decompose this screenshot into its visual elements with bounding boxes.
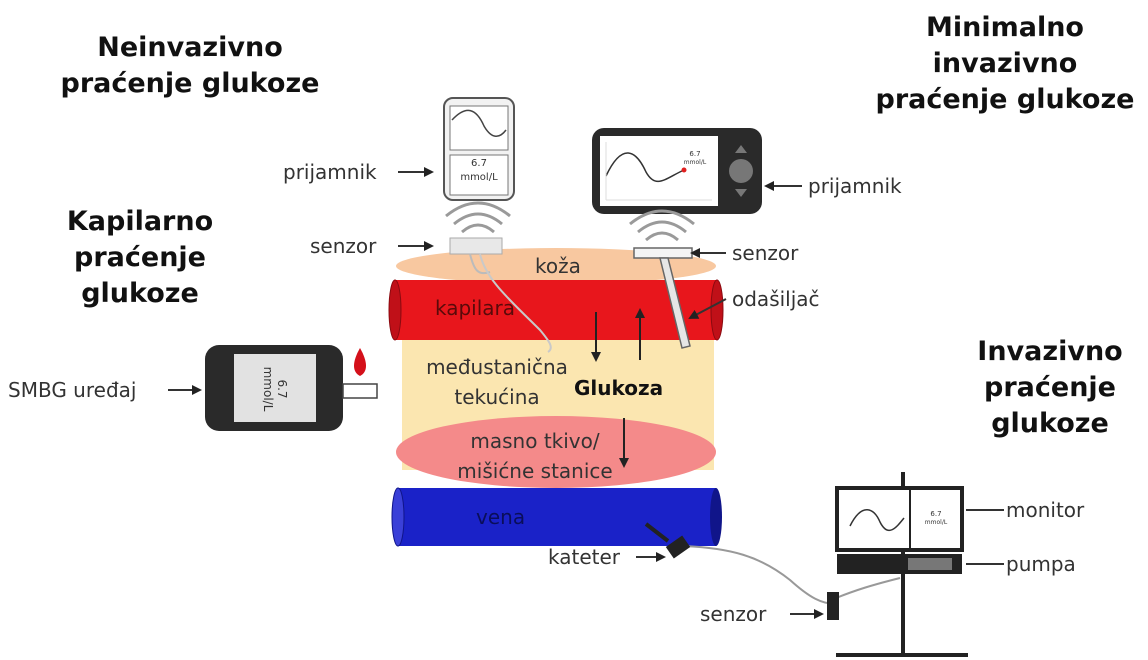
invasive-sensor <box>827 592 839 620</box>
heading-invasive-line3: glukoze <box>991 408 1109 439</box>
minimally-invasive-sensor <box>633 247 693 349</box>
receiver-small-unit: mmol/L <box>460 172 498 183</box>
label-arrows <box>168 167 1004 619</box>
smbg-unit: mmol/L <box>261 366 275 412</box>
label-fat-muscle: masno tkivo/ mišićne stanice <box>440 426 630 486</box>
heading-minimally-invasive-line1: Minimalno <box>926 12 1084 43</box>
label-receiver-left: prijamnik <box>283 160 377 184</box>
heading-minimally-invasive-line3: praćenje glukoze <box>875 84 1135 115</box>
catheter-tube <box>683 545 837 605</box>
heading-minimally-invasive: Minimalno invazivno praćenje glukoze <box>866 10 1144 118</box>
minimally-invasive-receiver <box>592 128 762 214</box>
smbg-device <box>205 345 378 431</box>
label-catheter: kateter <box>548 545 621 569</box>
heading-noninvasive-line2: praćenje glukoze <box>60 68 320 99</box>
noninvasive-sensor <box>449 237 552 353</box>
label-interstitial-line1: međustanična <box>426 355 568 379</box>
invasive-station <box>835 472 968 657</box>
label-vein: vena <box>476 505 526 529</box>
heading-capillary-line1: Kapilarno <box>66 206 214 237</box>
vein-vessel <box>391 487 722 547</box>
label-interstitial: međustanična tekućina <box>412 352 582 412</box>
label-pump: pumpa <box>1006 552 1076 576</box>
blood-drop <box>354 348 366 376</box>
label-transmitter: odašiljač <box>732 287 820 311</box>
heading-capillary-line3: glukoze <box>81 278 199 309</box>
noninvasive-receiver <box>443 97 515 201</box>
label-sensor-bottom: senzor <box>700 602 767 626</box>
receiver-large-unit: mmol/L <box>683 159 707 166</box>
smbg-screen-value: 6.7 mmol/L <box>261 358 289 420</box>
label-fat-muscle-line1: masno tkivo/ <box>470 429 600 453</box>
capillary-vessel <box>388 279 724 341</box>
receiver-small-value: 6.7 <box>471 158 487 169</box>
label-fat-muscle-line2: mišićne stanice <box>457 459 613 483</box>
wireless-waves-left <box>445 201 511 234</box>
heading-capillary: Kapilarno praćenje glukoze <box>40 204 240 312</box>
heading-invasive-line1: Invazivno <box>977 336 1123 367</box>
label-smbg: SMBG uređaj <box>8 378 137 402</box>
catheter <box>644 522 691 559</box>
label-glucose: Glukoza <box>574 376 664 400</box>
smbg-value: 6.7 <box>275 379 289 399</box>
label-sensor-left: senzor <box>310 234 377 258</box>
label-interstitial-line2: tekućina <box>454 385 540 409</box>
receiver-large-value: 6.7 <box>689 150 701 158</box>
heading-noninvasive-line1: Neinvazivno <box>97 32 283 63</box>
label-sensor-right: senzor <box>732 241 799 265</box>
heading-minimally-invasive-line2: invazivno <box>932 48 1078 79</box>
label-skin: koža <box>535 254 581 278</box>
monitor-value: 6.7 <box>930 510 942 518</box>
label-monitor: monitor <box>1006 498 1085 522</box>
heading-invasive-line2: praćenje <box>984 372 1116 403</box>
heading-noninvasive: Neinvazivno praćenje glukoze <box>40 30 340 102</box>
heading-capillary-line2: praćenje <box>74 242 206 273</box>
label-capillary: kapilara <box>435 296 516 320</box>
label-receiver-right: prijamnik <box>808 174 902 198</box>
heading-invasive: Invazivno praćenje glukoze <box>960 334 1140 442</box>
wireless-waves-right <box>629 209 695 242</box>
monitor-unit: mmol/L <box>924 519 948 526</box>
fat-muscle-layer <box>396 416 716 488</box>
